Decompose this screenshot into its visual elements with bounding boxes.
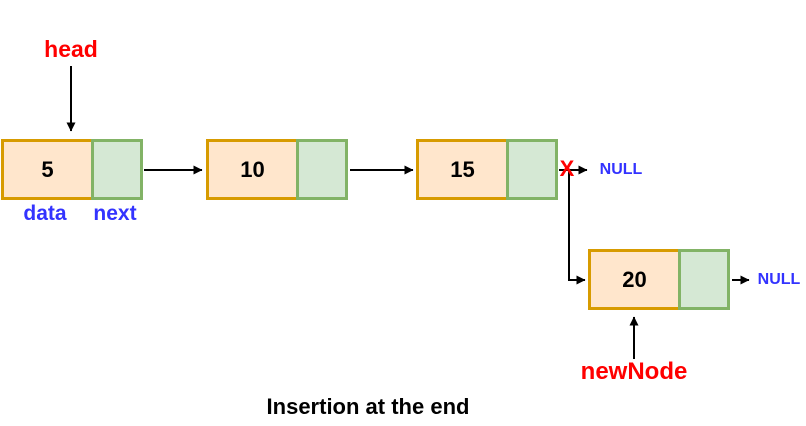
node-15-next-cell <box>506 139 558 200</box>
next-field-label: next <box>93 202 137 225</box>
node-15-data-cell: 15 <box>416 139 506 200</box>
newnode-label: newNode <box>580 358 688 385</box>
node-20-data-cell: 20 <box>588 249 678 310</box>
node-5-next-cell <box>91 139 143 200</box>
diagram-title: Insertion at the end <box>266 394 470 419</box>
node-20-next-cell <box>678 249 730 310</box>
node-15-value: 15 <box>450 156 475 182</box>
node-5-data-cell: 5 <box>1 139 91 200</box>
node-5-value: 5 <box>41 156 54 182</box>
node-15: 15 <box>416 139 558 200</box>
node-5: 5 <box>1 139 143 200</box>
node-20-value: 20 <box>622 266 647 292</box>
node-20: 20 <box>588 249 730 310</box>
data-field-label: data <box>23 202 67 225</box>
null-label-after-15: NULL <box>599 161 643 178</box>
node-10-data-cell: 10 <box>206 139 296 200</box>
broken-link-x-mark: X <box>559 156 575 181</box>
null-label-after-20: NULL <box>757 271 801 288</box>
node-10-value: 10 <box>240 156 265 182</box>
head-label: head <box>44 36 98 62</box>
arrow-node15-to-node20 <box>568 171 586 285</box>
node-10: 10 <box>206 139 348 200</box>
node-10-next-cell <box>296 139 348 200</box>
